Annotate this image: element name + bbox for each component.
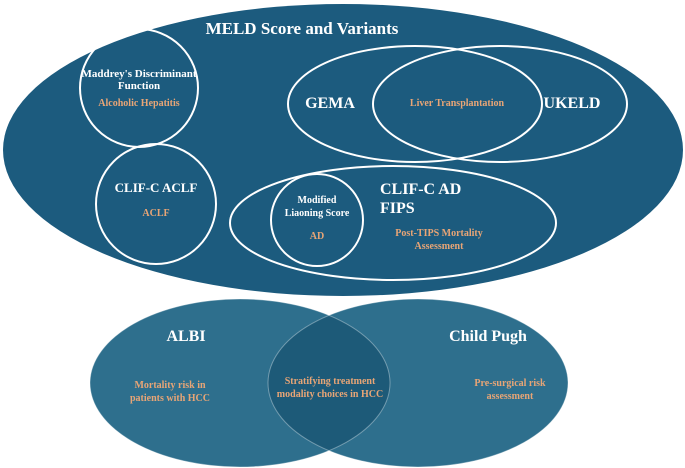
- liaoning-title-line2: Liaoning Score: [285, 208, 350, 219]
- albi-use-line1: Mortality risk in: [134, 380, 206, 391]
- maddrey-title-line1: Maddrey's Discriminant: [82, 68, 197, 80]
- clif-c-ad-fips-ellipse: CLIF-C AD FIPS Post-TIPS Mortality Asses…: [229, 165, 557, 281]
- overlap-use-line1: Stratifying treatment: [285, 376, 376, 387]
- clif-c-ad-title: CLIF-C AD: [380, 181, 461, 198]
- albi-child-pugh-venn: ALBI Mortality risk in patients with HCC…: [89, 298, 569, 468]
- maddrey-title-line2: Function: [118, 80, 160, 92]
- meld-ellipse: [3, 4, 683, 296]
- child-pugh-use-line2: assessment: [487, 391, 534, 402]
- clif-c-aclf-title: CLIF-C ACLF: [115, 180, 198, 195]
- gema-title: GEMA: [305, 95, 355, 112]
- albi-use-line2: patients with HCC: [130, 393, 210, 404]
- fips-use-line1: Post-TIPS Mortality: [395, 228, 483, 239]
- aclf-use: ACLF: [142, 208, 169, 219]
- clif-c-aclf-circle: CLIF-C ACLF ACLF: [95, 143, 217, 265]
- gema-ukeld-venn: GEMA UKELD Liver Transplantation: [287, 45, 628, 163]
- ad-use: AD: [310, 231, 324, 242]
- ukeld-ellipse: [372, 45, 628, 163]
- albi-title: ALBI: [166, 328, 205, 345]
- fips-use-line2: Assessment: [415, 241, 465, 252]
- gema-ellipse: [287, 45, 543, 163]
- overlap-region: [268, 299, 390, 467]
- ukeld-title: UKELD: [544, 95, 601, 112]
- overlap-use-line2: modality choices in HCC: [277, 389, 383, 400]
- fips-title: FIPS: [380, 200, 415, 217]
- child-pugh-use-line1: Pre-surgical risk: [474, 378, 546, 389]
- meld-title: MELD Score and Variants: [206, 19, 399, 38]
- maddrey-use: Alcoholic Hepatitis: [98, 98, 179, 109]
- liaoning-title-line1: Modified: [298, 195, 337, 206]
- child-pugh-title: Child Pugh: [449, 328, 527, 345]
- liver-transplantation-label: Liver Transplantation: [410, 98, 505, 109]
- modified-liaoning-circle: Modified Liaoning Score AD: [270, 173, 364, 267]
